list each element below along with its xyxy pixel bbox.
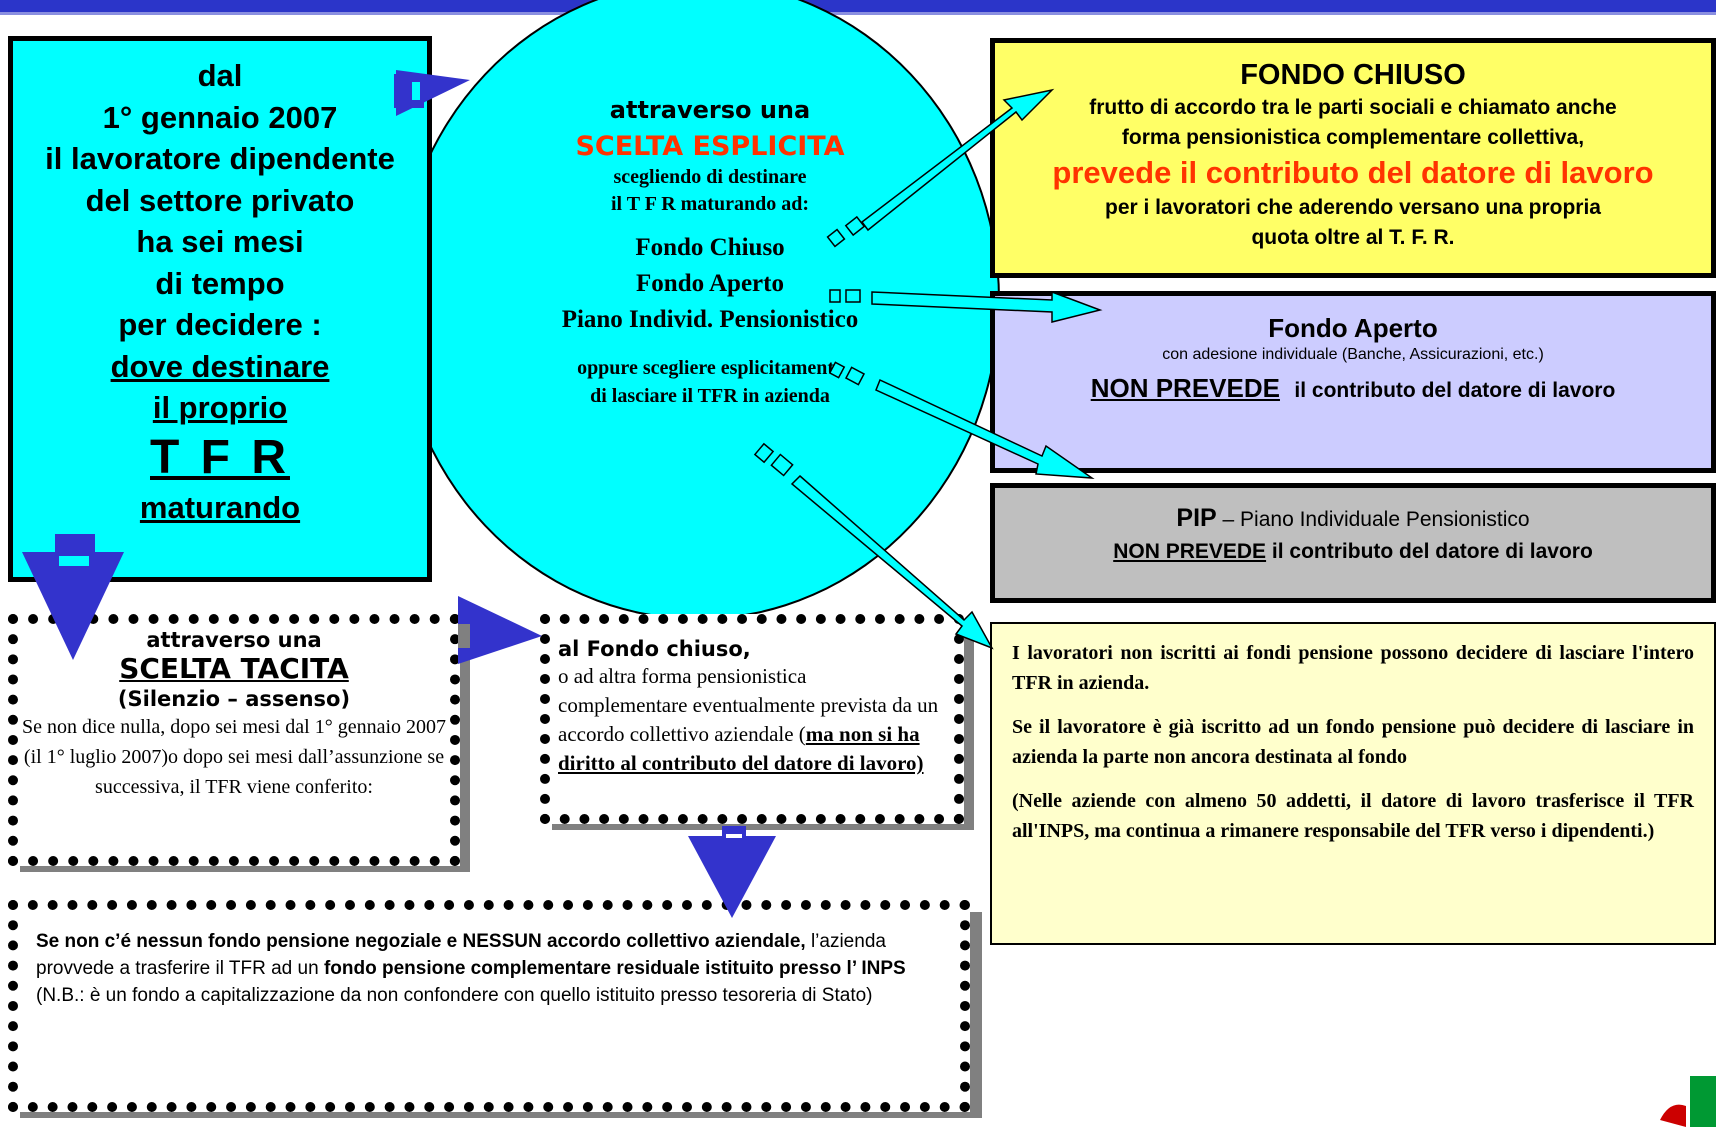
circle-dest: scegliendo di destinare bbox=[613, 166, 807, 188]
circle-choice: SCELTA ESPLICITA bbox=[575, 131, 845, 162]
circle-intro: attraverso una bbox=[609, 96, 811, 124]
inps-box: Se non c’é nessun fondo pensione negozia… bbox=[8, 900, 970, 1112]
fondo-chiuso-line: frutto di accordo tra le parti sociali e… bbox=[1089, 96, 1617, 119]
intro-underlined: dove destinare bbox=[110, 348, 330, 384]
maturando-label: maturando bbox=[139, 489, 301, 525]
fondo-aperto-np: NON PREVEDE il contributo del datore di … bbox=[995, 370, 1711, 409]
pip-title: PIP – Piano Individuale Pensionistico bbox=[995, 502, 1711, 536]
tfr-azienda-note: I lavoratori non iscritti ai fondi pensi… bbox=[990, 622, 1716, 945]
fondo-aperto-sub: con adesione individuale (Banche, Assicu… bbox=[1162, 346, 1544, 363]
pip-abbr: PIP bbox=[1176, 504, 1217, 532]
tacita-choice: SCELTA TACITA bbox=[119, 652, 349, 685]
arrow-down-icon bbox=[726, 834, 742, 838]
intro-line: del settore privato bbox=[85, 182, 355, 218]
note-paragraph: I lavoratori non iscritti ai fondi pensi… bbox=[1012, 642, 1694, 694]
intro-underlined: il proprio bbox=[152, 390, 288, 425]
corner-logo-icon bbox=[1690, 1076, 1716, 1127]
note-paragraph: (Nelle aziende con almeno 50 addetti, il… bbox=[1012, 790, 1694, 842]
pip-full: – Piano Individuale Pensionistico bbox=[1216, 508, 1530, 531]
option-fondo-chiuso: Fondo Chiuso bbox=[635, 234, 785, 261]
option-pip: Piano Individ. Pensionistico bbox=[561, 306, 859, 333]
inps-shadow bbox=[968, 912, 982, 1118]
intro-line: per decidere : bbox=[118, 307, 322, 342]
fondo-chiuso-title: FONDO CHIUSO bbox=[1240, 59, 1466, 91]
inps-body: l’azienda provvede a trasferire il TFR a… bbox=[36, 931, 886, 979]
fondo-aperto-box: Fondo Aperto con adesione individuale (B… bbox=[990, 291, 1716, 473]
pip-rest: il contributo del datore di lavoro bbox=[1266, 540, 1593, 563]
fondo-chiuso-line: forma pensionistica complementare collet… bbox=[1121, 126, 1585, 149]
top-bar bbox=[0, 0, 1716, 12]
option-fondo-aperto: Fondo Aperto bbox=[636, 270, 784, 297]
fondo-chiuso-line: per i lavoratori che aderendo versano un… bbox=[1105, 196, 1601, 219]
arrow-right-icon bbox=[458, 596, 542, 664]
intro-line: dal bbox=[197, 58, 243, 93]
circle-dest: il T F R maturando ad: bbox=[611, 193, 809, 215]
fondo-chiuso-highlight: prevede il contributo del datore di lavo… bbox=[1052, 155, 1654, 190]
pip-np: NON PREVEDE il contributo del datore di … bbox=[995, 536, 1711, 568]
non-prevede-label: NON PREVEDE bbox=[1113, 540, 1267, 563]
intro-line: 1° gennaio 2007 bbox=[102, 99, 338, 135]
intro-box: dal 1° gennaio 2007 il lavoratore dipend… bbox=[8, 36, 432, 582]
tfr-label: T F R bbox=[150, 430, 290, 484]
fondo-shadow bbox=[962, 626, 974, 830]
intro-line: il lavoratore dipendente bbox=[45, 141, 395, 176]
circle-text: attraverso una SCELTA ESPLICITA sceglien… bbox=[520, 90, 900, 410]
circle-alt: oppure scegliere esplicitamente di lasci… bbox=[520, 354, 900, 410]
tacit-choice-box: attraverso una SCELTA TACITA (Silenzio –… bbox=[8, 614, 460, 866]
non-prevede-label: NON PREVEDE bbox=[1090, 373, 1280, 403]
note-paragraph: Se il lavoratore è già iscritto ad un fo… bbox=[1012, 716, 1694, 768]
tacit-fondo-body: o ad altra forma pensionistica complemen… bbox=[558, 664, 939, 746]
top-bar-line bbox=[0, 12, 1716, 15]
inps-nb: (N.B.: è un fondo a capitalizzazione da … bbox=[36, 985, 873, 1006]
fondo-chiuso-box: FONDO CHIUSO frutto di accordo tra le pa… bbox=[990, 38, 1716, 278]
intro-line: di tempo bbox=[155, 265, 285, 301]
tacit-fondo-box: al Fondo chiuso, o ad altra forma pensio… bbox=[540, 614, 964, 824]
fondo-chiuso-line: quota oltre al T. F. R. bbox=[1251, 226, 1455, 249]
fondo-aperto-title: Fondo Aperto bbox=[1268, 313, 1438, 343]
circle-options: Fondo Chiuso Fondo Aperto Piano Individ.… bbox=[520, 230, 900, 338]
fondo-aperto-rest: il contributo del datore di lavoro bbox=[1294, 379, 1616, 402]
intro-line: ha sei mesi bbox=[136, 224, 304, 259]
inps-bold: Se non c’é nessun fondo pensione negozia… bbox=[36, 931, 806, 952]
circle-alt-line: di lasciare il TFR in azienda bbox=[590, 385, 830, 407]
tacita-shadow bbox=[458, 626, 470, 872]
tacita-text: Se non dice nulla, dopo sei mesi dal 1° … bbox=[21, 716, 447, 798]
tacita-intro: attraverso una bbox=[146, 628, 322, 652]
inps-bold: fondo pensione complementare residuale i… bbox=[323, 958, 906, 979]
inps-text: Se non c’é nessun fondo pensione negozia… bbox=[36, 928, 942, 982]
pip-box: PIP – Piano Individuale Pensionistico NO… bbox=[990, 483, 1716, 603]
circle-alt-line: oppure scegliere esplicitamente bbox=[577, 357, 843, 379]
corner-logo-icon bbox=[1660, 1104, 1686, 1127]
tacit-fondo-title: al Fondo chiuso, bbox=[558, 637, 751, 661]
tacit-fondo-text: o ad altra forma pensionistica complemen… bbox=[558, 662, 940, 778]
tacita-paren: (Silenzio – assenso) bbox=[117, 687, 351, 711]
tacit-fondo-warning: ma non si ha diritto al contributo del d… bbox=[558, 722, 924, 775]
